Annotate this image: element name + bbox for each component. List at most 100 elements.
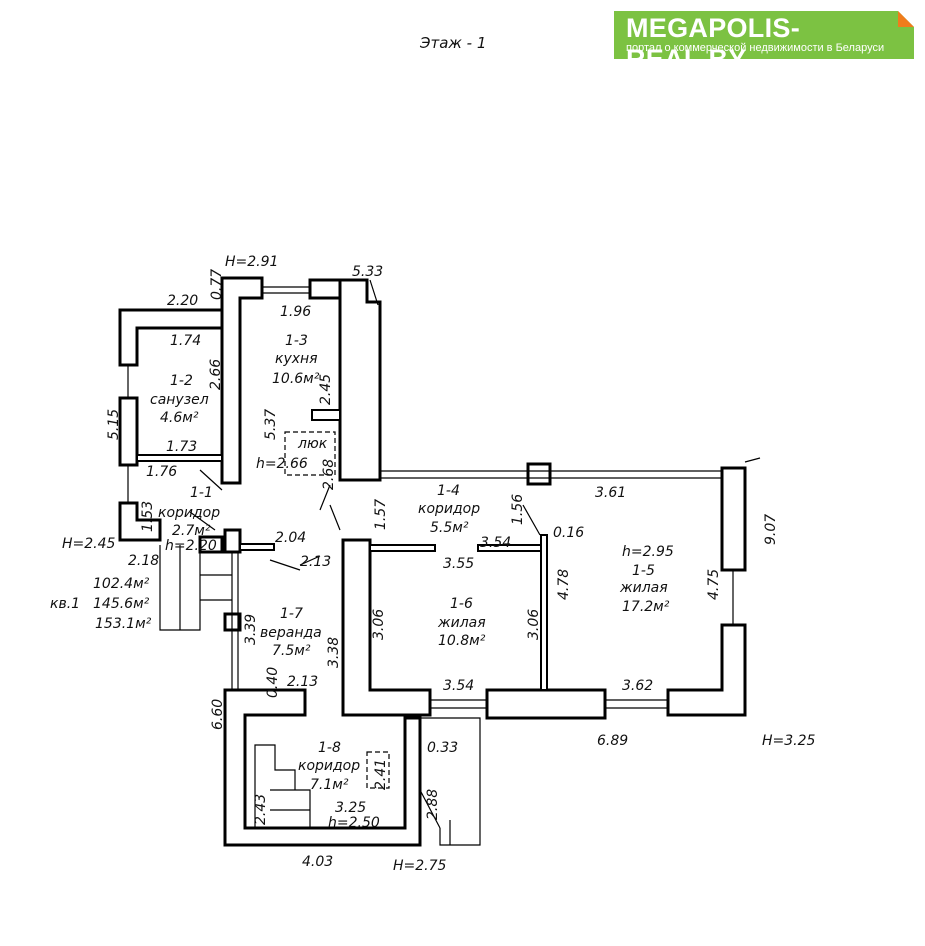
dimensions-d077-label: 0.77	[209, 269, 225, 300]
dimension-labels: 5.33 2.20 0.77 1.96 1.74 2.66 2.45 5.15 …	[106, 264, 779, 870]
dimensions-d174-label: 1.74	[170, 333, 201, 349]
apartment-summary: кв.1 102.4м² 145.6м² 153.1м²	[50, 576, 152, 632]
dimensions-d266a-label: 2.66	[208, 359, 224, 390]
dimensions-d153-label: 1.53	[140, 501, 156, 532]
heights-left-label: H=2.45	[62, 536, 116, 552]
dimensions-d515-label: 5.15	[106, 409, 122, 440]
dimensions-d339-label: 3.39	[243, 614, 259, 645]
dimensions-d537-label: 5.37	[263, 409, 279, 440]
rooms-2-id-label: 1-3	[285, 333, 308, 349]
hatch-height-label: h=2.66	[256, 456, 308, 472]
dimensions-d213b-label: 2.13	[287, 674, 318, 690]
rooms-4-name-label: жилая	[619, 580, 668, 596]
dimensions-d241-label: 2.41	[373, 759, 389, 790]
room-1-7: 1-7 веранда 7.5м²	[260, 606, 322, 659]
room-1-6: 1-6 жилая 10.8м²	[437, 596, 486, 649]
dimensions-d689-label: 6.89	[597, 733, 628, 749]
dimensions-d362-label: 3.62	[622, 678, 653, 694]
room-1-4: 1-4 коридор 5.5м²	[418, 483, 480, 536]
vent-outline	[366, 751, 390, 789]
rooms-6-id-label: 1-7	[280, 606, 303, 622]
rooms-1-id-label: 1-2	[170, 373, 193, 389]
rooms-3-name-label: коридор	[418, 501, 480, 517]
dimensions-d176-label: 1.76	[146, 464, 177, 480]
dimensions-d325-label: 3.25	[335, 800, 366, 816]
logo-fold-icon	[898, 11, 914, 27]
rooms-7-area-label: 7.1м²	[310, 777, 349, 793]
rooms-7-id-label: 1-8	[318, 740, 341, 756]
rooms-1-name-label: санузел	[150, 392, 209, 408]
logo-title: MEGAPOLIS-REAL.BY	[626, 13, 801, 74]
dimensions-d478-label: 4.78	[556, 569, 572, 600]
dimensions-d033-label: 0.33	[427, 740, 458, 756]
dimensions-d288-label: 2.88	[425, 789, 441, 820]
room-1-5: h=2.95 1-5 жилая 17.2м²	[619, 544, 674, 615]
apartment-areas-0-label: 102.4м²	[93, 576, 150, 592]
dimensions-d220-label: 2.20	[167, 293, 198, 309]
room-1-1: 1-1 коридор 2.7м² h=2.20	[158, 485, 220, 554]
dimensions-d218-label: 2.18	[128, 553, 159, 569]
rooms-3-id-label: 1-4	[437, 483, 460, 499]
dimensions-d016-label: 0.16	[553, 525, 584, 541]
dimensions-d355-label: 3.55	[443, 556, 474, 572]
dimensions-d268-label: 2.68	[321, 459, 337, 490]
rooms-7-height-label: h=2.50	[328, 815, 380, 831]
rooms-0-height-label: h=2.20	[165, 538, 217, 554]
rooms-6-area-label: 7.5м²	[272, 643, 311, 659]
rooms-1-area-label: 4.6м²	[160, 410, 199, 426]
heights-top-label: H=2.91	[225, 254, 278, 270]
rooms-0-id-label: 1-1	[190, 485, 213, 501]
dimensions-d213a-label: 2.13	[300, 554, 331, 570]
hatch-label-label: люк	[297, 436, 328, 452]
dimensions-d157-label: 1.57	[373, 499, 389, 530]
dimensions-d306a-label: 3.06	[371, 609, 387, 640]
dimensions-d361-label: 3.61	[595, 485, 626, 501]
dimensions-d354a-label: 3.54	[480, 535, 511, 551]
rooms-2-area-label: 10.6м²	[272, 371, 320, 387]
dimensions-d243-label: 2.43	[253, 794, 269, 825]
heights-right-label: H=3.25	[762, 733, 816, 749]
dimensions-d156-label: 1.56	[510, 494, 526, 525]
dimensions-d204-label: 2.04	[275, 530, 306, 546]
hatch: люк h=2.66	[256, 436, 328, 472]
rooms-4-area-label: 17.2м²	[622, 599, 670, 615]
hatch-outline	[284, 431, 336, 476]
dimensions-d533-label: 5.33	[352, 264, 383, 280]
ceiling-heights: H=2.91 H=2.45 H=3.25 H=2.75	[62, 254, 816, 874]
site-logo[interactable]: MEGAPOLIS-REAL.BY портал о коммерческой …	[614, 11, 914, 74]
rooms-0-area-label: 2.7м²	[172, 523, 211, 539]
rooms-3-area-label: 5.5м²	[430, 520, 469, 536]
dimensions-d338-label: 3.38	[326, 637, 342, 668]
dimensions-d907-label: 9.07	[763, 514, 779, 545]
heights-bottom-label: H=2.75	[393, 858, 447, 874]
dimensions-d245-label: 2.45	[318, 374, 334, 405]
dimensions-d403-label: 4.03	[302, 854, 333, 870]
rooms-4-height-label: h=2.95	[622, 544, 674, 560]
rooms-5-area-label: 10.8м²	[438, 633, 486, 649]
apartment-areas-2-label: 153.1м²	[95, 616, 152, 632]
floor-title: Этаж - 1	[419, 34, 486, 52]
dimensions-d196-label: 1.96	[280, 304, 311, 320]
rooms-4-id-label: 1-5	[632, 563, 655, 579]
room-1-8: 1-8 коридор 7.1м² h=2.50	[298, 740, 380, 831]
partitions	[127, 279, 761, 846]
rooms-0-name-label: коридор	[158, 505, 220, 521]
rooms-7-name-label: коридор	[298, 758, 360, 774]
dimensions-d475-label: 4.75	[706, 569, 722, 600]
dimensions-d306b-label: 3.06	[526, 609, 542, 640]
dimensions-d040-label: 0.40	[265, 667, 281, 698]
rooms-6-name-label: веранда	[260, 625, 322, 641]
rooms-2-name-label: кухня	[275, 351, 318, 367]
rooms-5-name-label: жилая	[437, 615, 486, 631]
room-1-2: 1-2 санузел 4.6м²	[150, 373, 209, 426]
rooms-5-id-label: 1-6	[450, 596, 473, 612]
logo-subtitle: портал о коммерческой недвижимости в Бел…	[626, 42, 885, 54]
apartment-areas-1-label: 145.6м²	[93, 596, 150, 612]
dimensions-d173-label: 1.73	[166, 439, 197, 455]
walls	[118, 276, 747, 847]
dimensions-d354b-label: 3.54	[443, 678, 474, 694]
dimensions-d660-label: 6.60	[210, 699, 226, 730]
apartment-label-label: кв.1	[50, 596, 80, 612]
